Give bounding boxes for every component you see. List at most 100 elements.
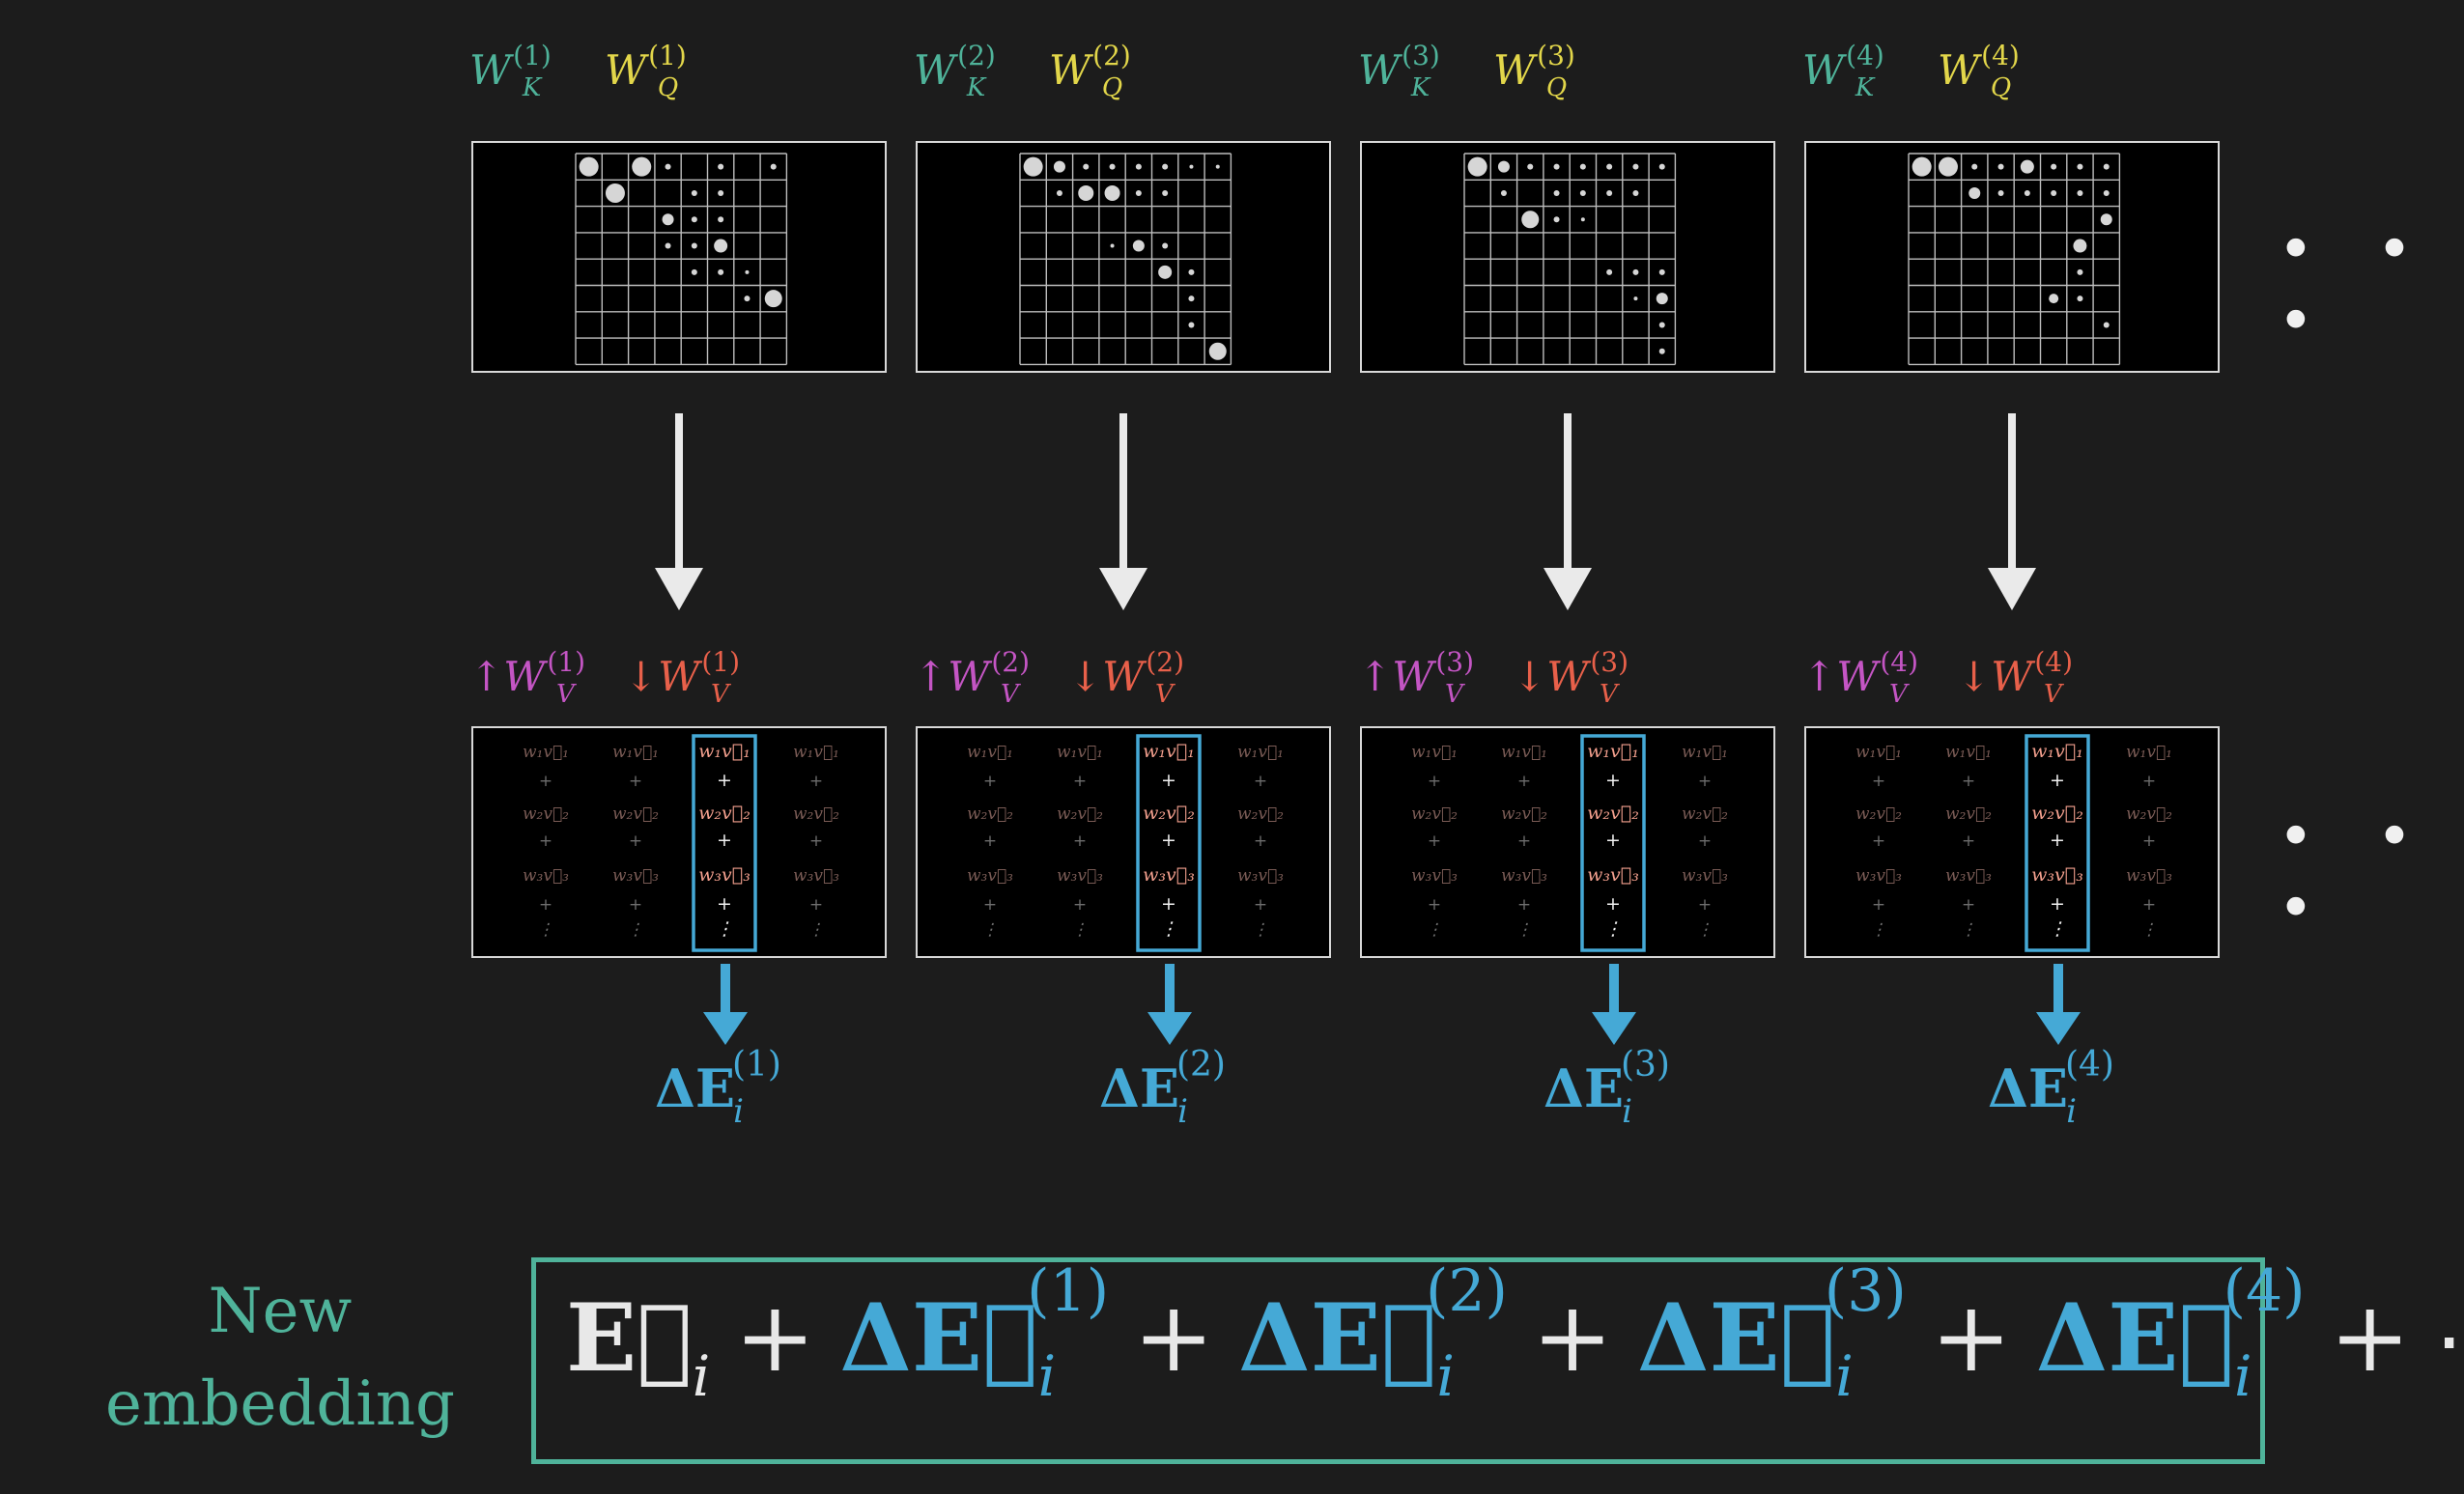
- vertical-ellipsis: ⋮: [628, 920, 644, 940]
- down-arrow: [655, 413, 703, 610]
- attention-dot: [1553, 216, 1560, 223]
- wk-label: W(4)K: [1802, 40, 1884, 102]
- plus-term: +: [2050, 770, 2065, 791]
- attention-dot: [1632, 163, 1639, 170]
- plus-term: +: [983, 895, 997, 915]
- value-sum-panel: w₁v⃗₁+w₂v⃗₂+w₃v⃗₃+⋮w₁v⃗₁+w₂v⃗₂+w₃v⃗₃+⋮w₁…: [1804, 726, 2220, 958]
- weighted-value-term: w₂v⃗₂: [523, 804, 569, 824]
- plus-term: +: [2142, 772, 2156, 791]
- wv-up-label: ↑W(4)V: [1802, 646, 1919, 709]
- attention-dot: [691, 268, 697, 275]
- attention-dot: [1521, 211, 1540, 229]
- new-embedding-sum: E⃗i + ΔE⃗i(1) + ΔE⃗i(2) + ΔE⃗i(3) + ΔE⃗i…: [566, 1262, 2464, 1444]
- attention-dot: [1658, 322, 1665, 328]
- weighted-value-term: w₃v⃗₃: [1411, 866, 1458, 886]
- weighted-value-term: w₃v⃗₃: [1682, 866, 1728, 886]
- weighted-value-term: w₂v⃗₂: [793, 804, 839, 824]
- active-column-highlight: [2025, 734, 2090, 952]
- attention-dot: [1467, 156, 1487, 177]
- attention-dot: [1500, 189, 1507, 196]
- attention-dot: [1658, 348, 1665, 354]
- value-sum-panel: w₁v⃗₁+w₂v⃗₂+w₃v⃗₃+⋮w₁v⃗₁+w₂v⃗₂+w₃v⃗₃+⋮w₁…: [916, 726, 1331, 958]
- attention-dot: [1553, 163, 1560, 170]
- vertical-ellipsis: ⋮: [716, 918, 734, 940]
- weighted-value-term: w₃v⃗₃: [793, 866, 839, 886]
- attention-grid: [1019, 153, 1232, 366]
- value-sum-panel: w₁v⃗₁+w₂v⃗₂+w₃v⃗₃+⋮w₁v⃗₁+w₂v⃗₂+w₃v⃗₃+⋮w₁…: [1360, 726, 1775, 958]
- plus-term: +: [1254, 895, 1267, 915]
- attention-dot: [1633, 296, 1638, 301]
- attention-dot: [1188, 268, 1195, 275]
- attention-dot: [662, 213, 674, 226]
- plus-term: +: [539, 772, 552, 791]
- wv-up-label: ↑W(1)V: [469, 646, 586, 709]
- attention-dot: [1997, 163, 2004, 170]
- attention-pattern-panel: [916, 141, 1331, 373]
- attention-dot: [2051, 189, 2057, 196]
- wv-down-label: ↓W(4)V: [1957, 646, 2074, 709]
- plus-sign: +: [734, 1281, 816, 1394]
- plus-term: +: [983, 832, 997, 851]
- vertical-ellipsis: ⋮: [808, 920, 825, 940]
- weighted-value-term: w₁v⃗₁: [1855, 743, 1902, 762]
- weighted-value-term: w₂v⃗₂: [1587, 803, 1639, 824]
- embedding-term: E⃗: [566, 1283, 693, 1393]
- attention-dot: [744, 296, 751, 302]
- active-column-highlight: [692, 734, 757, 952]
- delta-arrow: [1592, 964, 1636, 1045]
- plus-term: +: [1073, 772, 1087, 791]
- attention-dot: [2103, 163, 2110, 170]
- weighted-value-term: w₃v⃗₃: [612, 866, 659, 886]
- weighted-value-term: w₃v⃗₃: [1855, 866, 1902, 886]
- weighted-value-term: w₃v⃗₃: [523, 866, 569, 886]
- attention-dot: [2024, 189, 2030, 196]
- weighted-value-columns: w₁v⃗₁+w₂v⃗₂+w₃v⃗₃+⋮w₁v⃗₁+w₂v⃗₂+w₃v⃗₃+⋮w₁…: [1411, 734, 1728, 952]
- attention-dot: [718, 268, 724, 275]
- delta-arrow: [1147, 964, 1192, 1045]
- plus-term: +: [1428, 895, 1441, 915]
- attention-dot: [2077, 268, 2083, 275]
- plus-term: +: [629, 895, 642, 915]
- more-heads-ellipsis-middle: • • •: [2278, 802, 2434, 944]
- attention-dot: [2049, 294, 2059, 304]
- attention-dot: [1135, 189, 1142, 196]
- weighted-value-term: w₂v⃗₂: [2126, 804, 2172, 824]
- attention-dot: [1078, 184, 1094, 201]
- sum-ellipsis: ⋯: [2435, 1298, 2464, 1385]
- plus-term: +: [2142, 895, 2156, 915]
- delta-e-label: ΔEi(4): [1988, 1045, 2114, 1131]
- plus-term: +: [717, 893, 732, 915]
- down-arrow: [1544, 413, 1592, 610]
- weighted-value-columns: w₁v⃗₁+w₂v⃗₂+w₃v⃗₃+⋮w₁v⃗₁+w₂v⃗₂+w₃v⃗₃+⋮w₁…: [523, 734, 839, 952]
- attention-dot: [2020, 159, 2034, 174]
- attention-dot: [1968, 186, 1981, 199]
- attention-dot: [718, 216, 724, 223]
- weighted-value-term: w₁v⃗₁: [1411, 743, 1458, 762]
- vertical-ellipsis: ⋮: [1253, 920, 1269, 940]
- wq-label: W(1)Q: [605, 40, 687, 102]
- attention-dot: [718, 189, 724, 196]
- weighted-value-term: w₁v⃗₁: [2031, 741, 2083, 762]
- value-sum-panel: w₁v⃗₁+w₂v⃗₂+w₃v⃗₃+⋮w₁v⃗₁+w₂v⃗₂+w₃v⃗₃+⋮w₁…: [471, 726, 887, 958]
- vertical-ellipsis: ⋮: [1516, 920, 1533, 940]
- wq-label: W(4)Q: [1938, 40, 2020, 102]
- weighted-value-term: w₂v⃗₂: [1945, 804, 1992, 824]
- delta-term-3: ΔE⃗: [1636, 1283, 1836, 1393]
- plus-term: +: [809, 772, 823, 791]
- plus-sign: +: [1930, 1281, 2012, 1394]
- attention-dot: [1162, 163, 1169, 170]
- wq-label: W(3)Q: [1493, 40, 1575, 102]
- weighted-value-term: w₁v⃗₁: [793, 743, 839, 762]
- wv-up-label: ↑W(3)V: [1358, 646, 1475, 709]
- new-embedding-line-2: embedding: [105, 1368, 455, 1440]
- attention-dot: [1162, 242, 1169, 249]
- delta-arrow: [703, 964, 748, 1045]
- plus-term: +: [1872, 772, 1885, 791]
- plus-term: +: [1254, 832, 1267, 851]
- attention-dot: [2073, 239, 2087, 253]
- plus-term: +: [539, 895, 552, 915]
- plus-term: +: [1428, 832, 1441, 851]
- weighted-value-term: w₂v⃗₂: [967, 804, 1013, 824]
- weighted-value-columns: w₁v⃗₁+w₂v⃗₂+w₃v⃗₃+⋮w₁v⃗₁+w₂v⃗₂+w₃v⃗₃+⋮w₁…: [967, 734, 1284, 952]
